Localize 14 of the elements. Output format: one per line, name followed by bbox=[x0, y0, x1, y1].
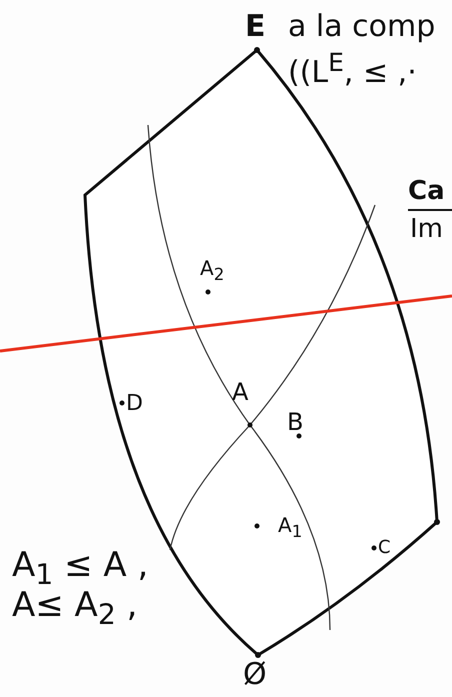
point-label: A bbox=[232, 380, 248, 404]
bottom-label: Ø bbox=[243, 660, 267, 690]
body-text: Im bbox=[410, 216, 443, 242]
point-label: B bbox=[287, 410, 304, 434]
inequality-text: A≤ A$_{2}$ , bbox=[12, 588, 138, 630]
point-label: D bbox=[126, 393, 143, 415]
formula-text: ((L$^{E}$, ≤ ,· bbox=[288, 50, 417, 88]
point-label: A$_{2}$ bbox=[200, 258, 224, 284]
point-label: C bbox=[378, 539, 391, 557]
top-label: E bbox=[245, 12, 266, 42]
inequality-text: A$_{1}$ ≤ A , bbox=[12, 548, 148, 590]
heading-text: a la comp bbox=[288, 12, 436, 42]
point-label: A$_{1}$ bbox=[278, 515, 302, 541]
section-heading: Ca bbox=[408, 178, 445, 204]
